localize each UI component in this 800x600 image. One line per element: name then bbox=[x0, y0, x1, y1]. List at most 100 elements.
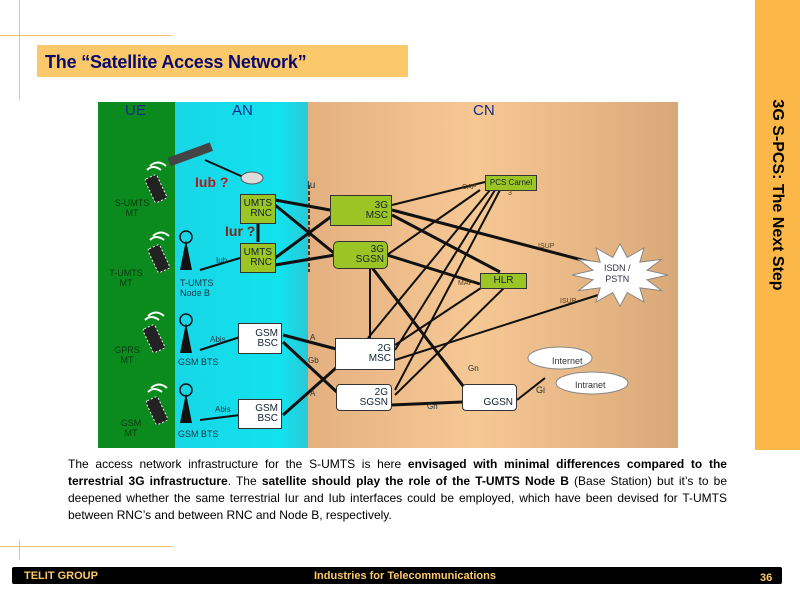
isdn-pstn: ISDN /PSTN bbox=[604, 263, 631, 284]
internet-cloud-shape bbox=[527, 346, 593, 370]
link-line bbox=[394, 189, 496, 351]
paragraph-text: (Base Station) but it’s to be deepened w… bbox=[68, 474, 727, 522]
divider bbox=[0, 546, 172, 547]
link-line bbox=[391, 181, 486, 206]
link-line bbox=[199, 414, 241, 421]
signal-icon bbox=[149, 231, 170, 241]
gn-label: Gn bbox=[427, 402, 438, 411]
link-line bbox=[274, 208, 341, 260]
side-title: 3G S-PCS: The Next Step bbox=[769, 99, 786, 291]
slide-title: The “Satellite Access Network” bbox=[45, 52, 307, 72]
gsm-bts-label: GSM BTS bbox=[178, 357, 219, 367]
hlr: HLR bbox=[480, 273, 527, 289]
signal-icon bbox=[144, 311, 165, 321]
link-line bbox=[368, 264, 472, 396]
gb-label: Gb bbox=[308, 356, 319, 365]
cap-label: CAP bbox=[462, 184, 477, 191]
intranet: Intranet bbox=[575, 380, 606, 390]
iur-question-label: Iur ? bbox=[225, 223, 256, 239]
link-line bbox=[282, 358, 346, 417]
ue-gsm-label: GSM MT bbox=[120, 418, 142, 438]
title-bar bbox=[37, 45, 408, 77]
an-label: AN bbox=[232, 102, 253, 119]
pstn-cloud-shape bbox=[571, 242, 669, 308]
radio-wave-icon bbox=[179, 383, 193, 397]
description-paragraph: The access network infrastructure for th… bbox=[68, 456, 727, 524]
signal-icon bbox=[147, 383, 168, 393]
dish-icon bbox=[240, 171, 264, 185]
abis-label: Abis bbox=[210, 335, 226, 344]
intranet-cloud-shape bbox=[555, 371, 629, 395]
isup-label: ISUP bbox=[538, 243, 555, 250]
mobile-phone-icon bbox=[144, 174, 168, 204]
link-line bbox=[199, 257, 241, 271]
paragraph-text: The access network infrastructure for th… bbox=[68, 457, 408, 471]
a-label: A bbox=[310, 389, 316, 398]
node-b-label: T-UMTS Node B bbox=[180, 278, 214, 298]
paragraph-bold: envisaged with minimal differences compa… bbox=[68, 457, 727, 488]
page-number: 36 bbox=[760, 572, 773, 584]
ue-t-umts-label: T-UMTS MT bbox=[109, 268, 143, 288]
mobile-phone-icon bbox=[147, 244, 171, 274]
divider bbox=[0, 35, 172, 36]
signal-icon bbox=[146, 161, 167, 171]
footer-bar bbox=[12, 567, 782, 584]
network-diagram: UE AN CN S-UMTS MT T-UMTS MT GPRS MT GSM… bbox=[98, 102, 678, 448]
abis-label: Abis bbox=[215, 405, 231, 414]
iub-label: Iub bbox=[216, 256, 228, 265]
link-line bbox=[386, 253, 481, 286]
internet: Internet bbox=[552, 356, 583, 366]
side-bar bbox=[755, 0, 800, 450]
footer-company: TELIT GROUP bbox=[24, 570, 98, 582]
antenna-tower-icon bbox=[180, 240, 192, 270]
iub-question-label: Iub ? bbox=[195, 174, 229, 190]
link-line bbox=[394, 189, 501, 391]
ue-label: UE bbox=[125, 102, 146, 119]
link-line bbox=[274, 203, 341, 260]
isup-label: ISUP bbox=[560, 298, 577, 305]
antenna-tower-icon bbox=[180, 393, 192, 423]
paragraph-text: . The bbox=[227, 474, 262, 488]
map-label: MAP bbox=[458, 280, 474, 287]
pcs-camel: PCS Carnel bbox=[485, 175, 537, 191]
link-line bbox=[274, 253, 336, 267]
radio-wave-icon bbox=[179, 313, 193, 327]
link-line bbox=[394, 281, 511, 396]
link-line bbox=[394, 294, 599, 361]
link-line bbox=[281, 340, 342, 397]
paragraph-bold: satellite should play the role of the T-… bbox=[261, 474, 569, 488]
cn-label: CN bbox=[473, 102, 495, 119]
link-line bbox=[390, 400, 463, 407]
iu-label: Iu bbox=[307, 180, 316, 191]
divider bbox=[19, 0, 20, 100]
link-line bbox=[394, 281, 491, 346]
ggsn: GGSN bbox=[462, 384, 517, 411]
a-label: A bbox=[310, 333, 316, 342]
gi-label: Gi bbox=[536, 385, 545, 395]
link-line bbox=[199, 336, 241, 351]
link-line bbox=[386, 189, 481, 256]
footer-tagline: Industries for Telecommunications bbox=[314, 570, 496, 582]
link-line bbox=[274, 198, 331, 212]
an-zone bbox=[175, 102, 308, 448]
satellite-icon bbox=[167, 142, 213, 167]
ue-zone bbox=[98, 102, 175, 448]
antenna-tower-icon bbox=[180, 323, 192, 353]
divider bbox=[19, 540, 20, 560]
links-layer bbox=[142, 142, 669, 426]
ue-gprs-label: GPRS MT bbox=[114, 345, 140, 365]
link-line bbox=[367, 189, 491, 339]
link-line bbox=[282, 333, 341, 352]
radio-wave-icon bbox=[179, 230, 193, 244]
link-line bbox=[516, 377, 546, 401]
ue-s-umts-label: S-UMTS MT bbox=[114, 198, 150, 218]
gn-label: Gn bbox=[468, 364, 479, 373]
